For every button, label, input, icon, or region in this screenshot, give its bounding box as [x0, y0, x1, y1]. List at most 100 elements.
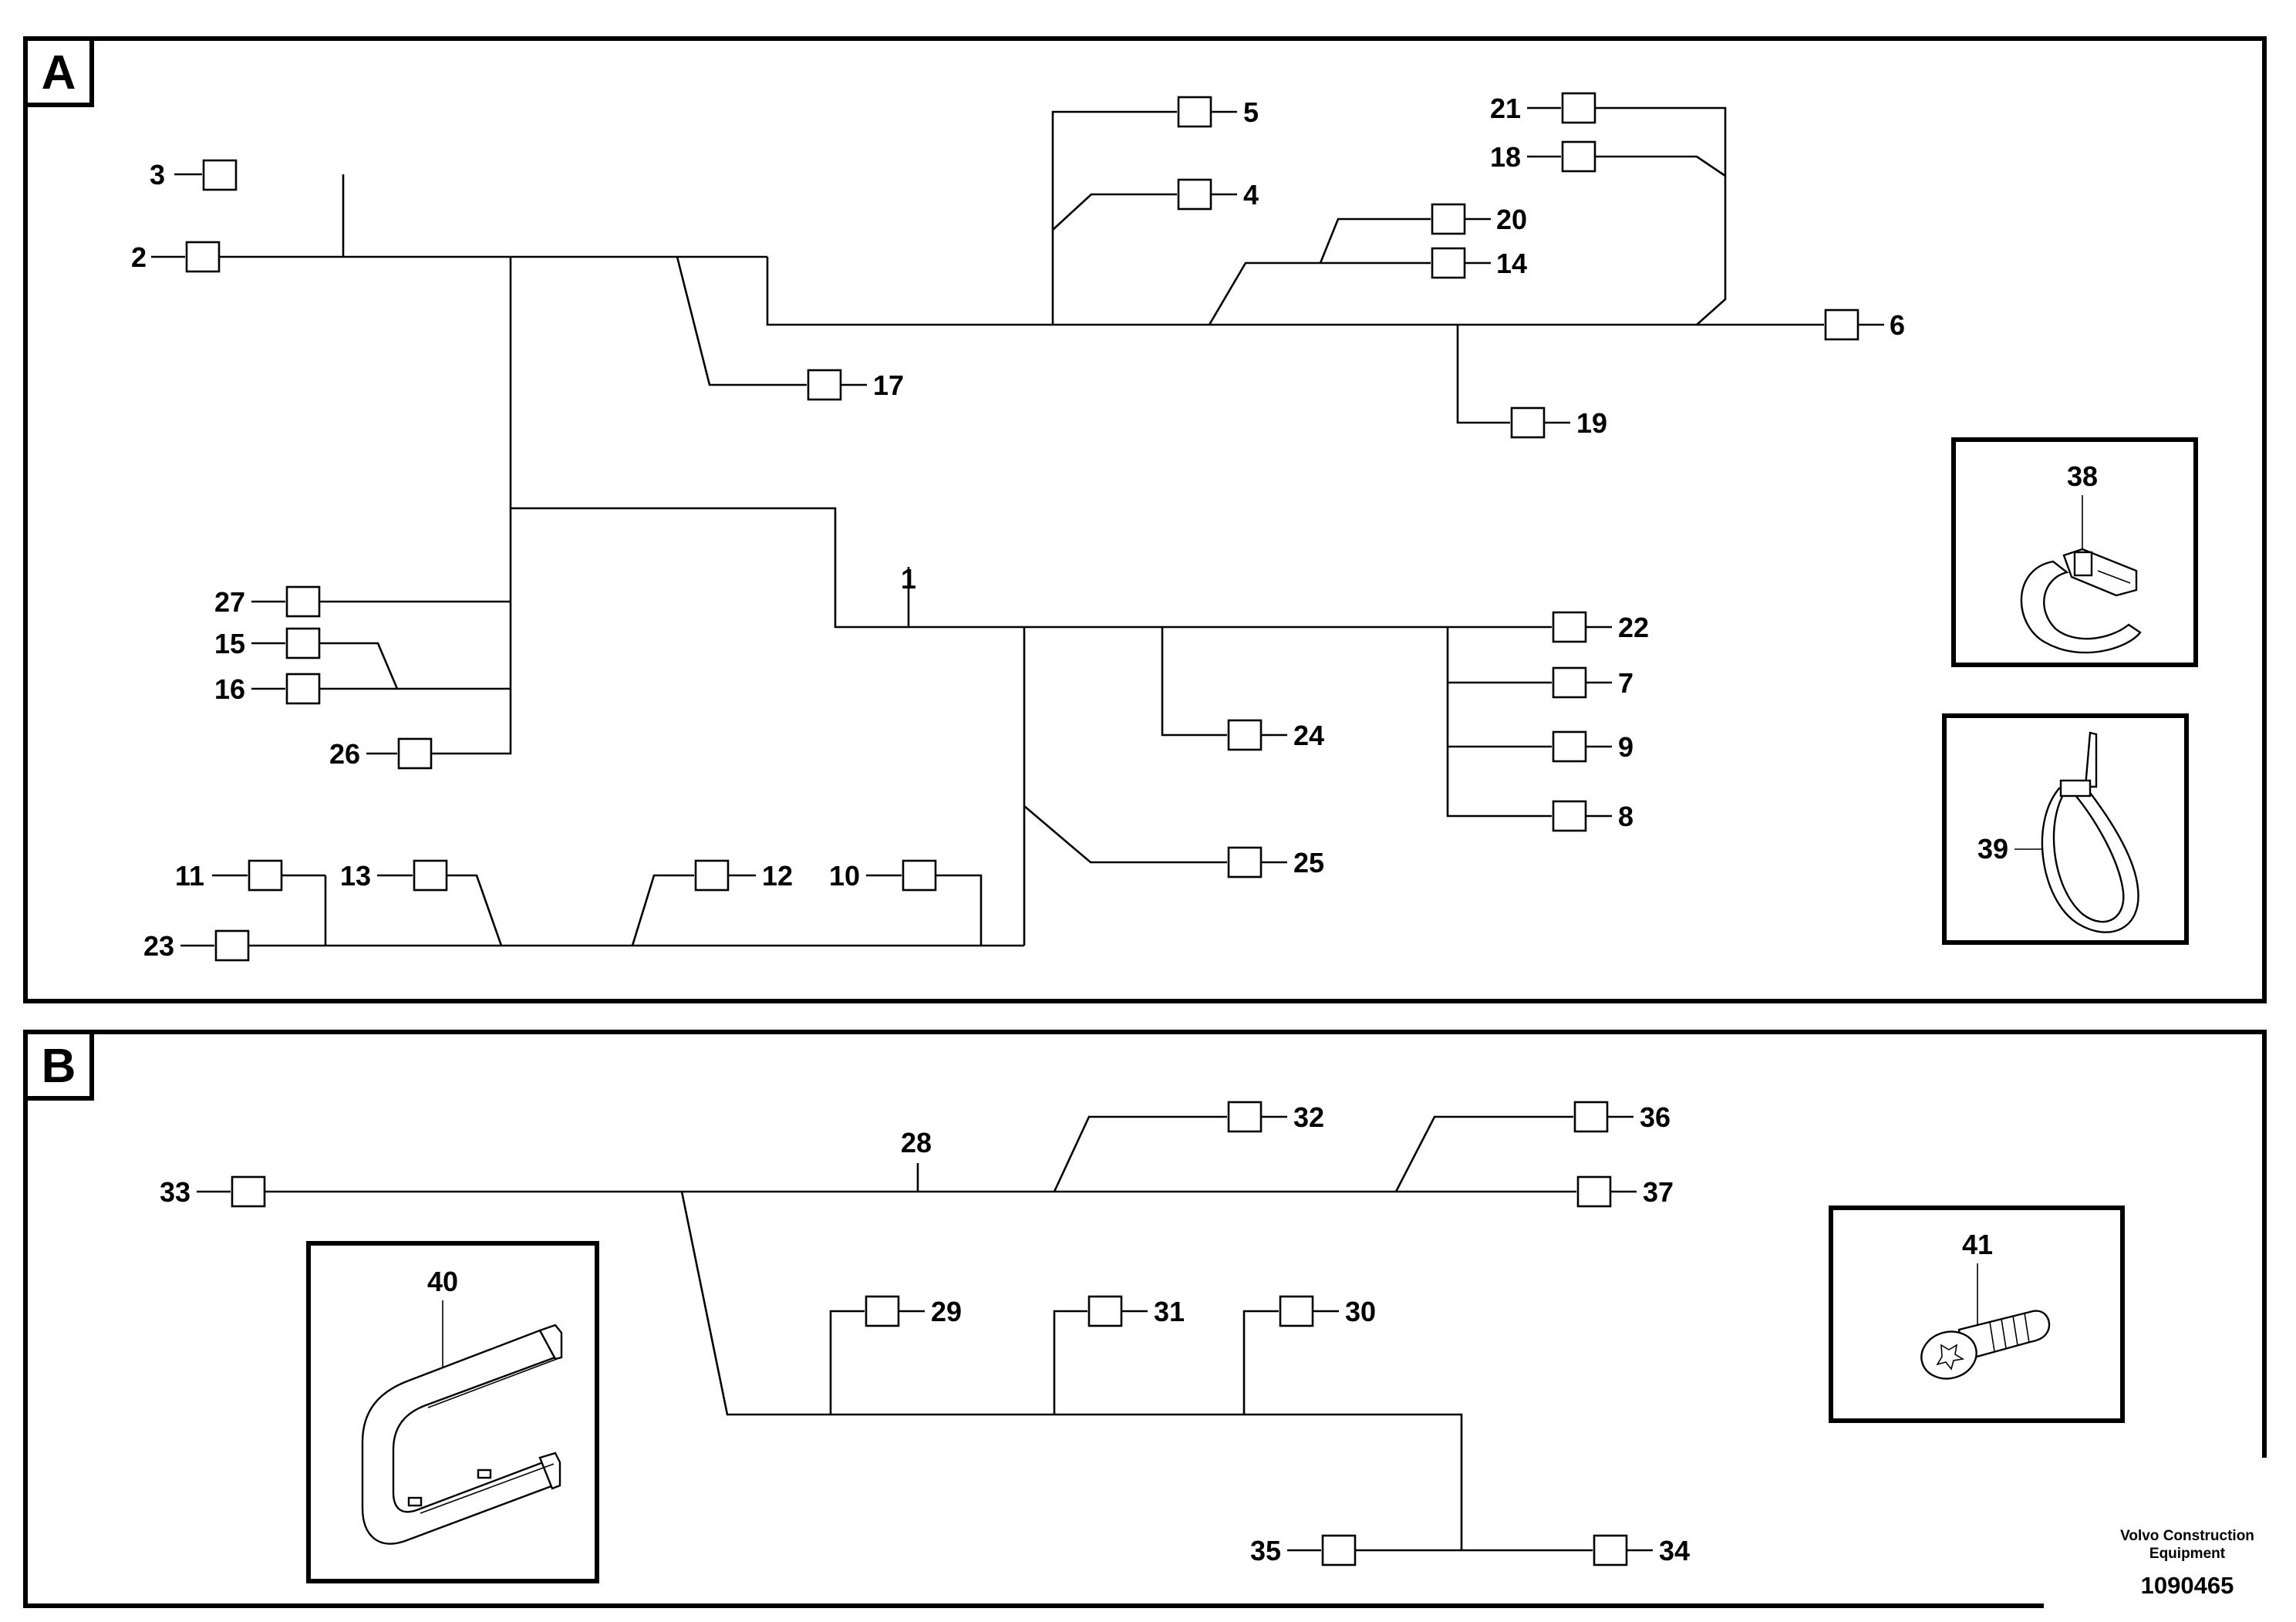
label-24: 24 — [1293, 720, 1324, 751]
label-20: 20 — [1496, 204, 1527, 235]
label-36: 36 — [1640, 1101, 1671, 1133]
company-name-line1: Volvo Construction — [2120, 1528, 2254, 1544]
torx-screw-icon — [1920, 1310, 2051, 1380]
label-16: 16 — [214, 673, 245, 705]
connector-33 — [231, 1175, 266, 1208]
position-labels-b: 33 28 32 36 37 29 31 30 35 34 — [160, 1101, 1690, 1566]
inset-41: 41 — [1829, 1206, 2125, 1423]
connector-16 — [285, 673, 321, 705]
label-18: 18 — [1490, 141, 1521, 173]
connector-13 — [413, 859, 448, 892]
position-labels-a: 3 2 5 4 21 18 20 14 6 17 19 1 22 7 9 8 2… — [131, 93, 1905, 962]
label-9: 9 — [1618, 731, 1633, 763]
inset-38: 38 — [1951, 437, 2198, 667]
inset-39: 39 — [1942, 713, 2189, 945]
label-6: 6 — [1890, 309, 1905, 341]
label-13: 13 — [340, 860, 371, 892]
footer: Volvo Construction Equipment 1090465 — [2120, 1528, 2254, 1599]
section-b-tag — [23, 1030, 94, 1101]
label-31: 31 — [1154, 1296, 1185, 1327]
connector-3 — [202, 159, 238, 191]
connector-34 — [1593, 1534, 1628, 1566]
label-2: 2 — [131, 241, 147, 273]
cable-bracket-icon — [361, 1324, 563, 1545]
connector-18 — [1561, 140, 1596, 173]
connector-6 — [1824, 309, 1859, 341]
label-11: 11 — [175, 860, 204, 892]
connector-9 — [1552, 730, 1587, 763]
label-12: 12 — [762, 860, 793, 892]
connector-24 — [1227, 719, 1263, 751]
harness-a-wires — [151, 106, 1884, 947]
label-1: 1 — [901, 563, 916, 595]
connector-23 — [214, 929, 250, 962]
label-5: 5 — [1243, 96, 1259, 128]
connectors-b — [231, 1101, 1628, 1566]
connector-11 — [248, 859, 283, 892]
connector-15 — [285, 627, 321, 659]
harness-b-wires — [197, 1115, 1653, 1552]
connector-8 — [1552, 800, 1587, 832]
connector-27 — [285, 585, 321, 618]
label-33: 33 — [160, 1176, 190, 1208]
connector-30 — [1279, 1295, 1314, 1327]
inset-41-frame — [1829, 1206, 2125, 1423]
label-15: 15 — [214, 628, 245, 659]
label-27: 27 — [214, 586, 245, 618]
label-29: 29 — [931, 1296, 962, 1327]
connector-4 — [1177, 178, 1212, 211]
inset-40-frame — [306, 1241, 599, 1583]
connector-2 — [185, 241, 221, 273]
connector-19 — [1510, 406, 1546, 439]
connector-35 — [1321, 1534, 1357, 1566]
section-b-label: B — [42, 1040, 76, 1093]
label-40: 40 — [427, 1266, 458, 1297]
label-35: 35 — [1250, 1535, 1281, 1566]
connector-37 — [1576, 1175, 1612, 1208]
label-7: 7 — [1618, 667, 1633, 699]
section-a-frame — [23, 36, 2267, 1003]
connector-25 — [1227, 846, 1263, 878]
label-21: 21 — [1490, 93, 1521, 124]
label-30: 30 — [1345, 1296, 1376, 1327]
inset-40: 40 — [306, 1241, 599, 1583]
connector-29 — [865, 1295, 900, 1327]
label-34: 34 — [1659, 1535, 1690, 1566]
cable-clamp-icon — [2020, 495, 2142, 654]
label-41: 41 — [1962, 1229, 1993, 1260]
connector-31 — [1087, 1295, 1123, 1327]
label-38: 38 — [2067, 460, 2098, 492]
section-a-tag — [23, 36, 94, 107]
label-3: 3 — [150, 159, 165, 191]
label-32: 32 — [1293, 1101, 1324, 1133]
connector-26 — [397, 737, 433, 770]
label-22: 22 — [1618, 612, 1649, 643]
section-a: A — [23, 36, 2267, 1003]
section-a-label: A — [42, 46, 76, 99]
label-26: 26 — [329, 738, 360, 770]
label-17: 17 — [873, 369, 904, 401]
label-23: 23 — [143, 930, 174, 962]
connector-21 — [1561, 92, 1596, 124]
connector-10 — [902, 859, 937, 892]
label-14: 14 — [1496, 248, 1527, 279]
section-b: B — [23, 1030, 2267, 1608]
label-28: 28 — [901, 1127, 932, 1158]
connector-22 — [1552, 611, 1587, 643]
connector-14 — [1431, 247, 1466, 279]
connector-17 — [807, 369, 842, 401]
label-25: 25 — [1293, 847, 1324, 878]
inset-38-frame — [1951, 437, 2198, 667]
connector-5 — [1177, 96, 1212, 128]
connector-32 — [1227, 1101, 1263, 1133]
label-37: 37 — [1643, 1176, 1674, 1208]
label-10: 10 — [829, 860, 860, 892]
label-19: 19 — [1576, 407, 1607, 439]
company-name-line2: Equipment — [2149, 1546, 2226, 1562]
connectors-a — [185, 92, 1859, 962]
connector-12 — [694, 859, 730, 892]
label-8: 8 — [1618, 801, 1633, 832]
label-39: 39 — [1977, 833, 2008, 865]
document-number: 1090465 — [2141, 1572, 2234, 1599]
label-4: 4 — [1243, 179, 1259, 211]
